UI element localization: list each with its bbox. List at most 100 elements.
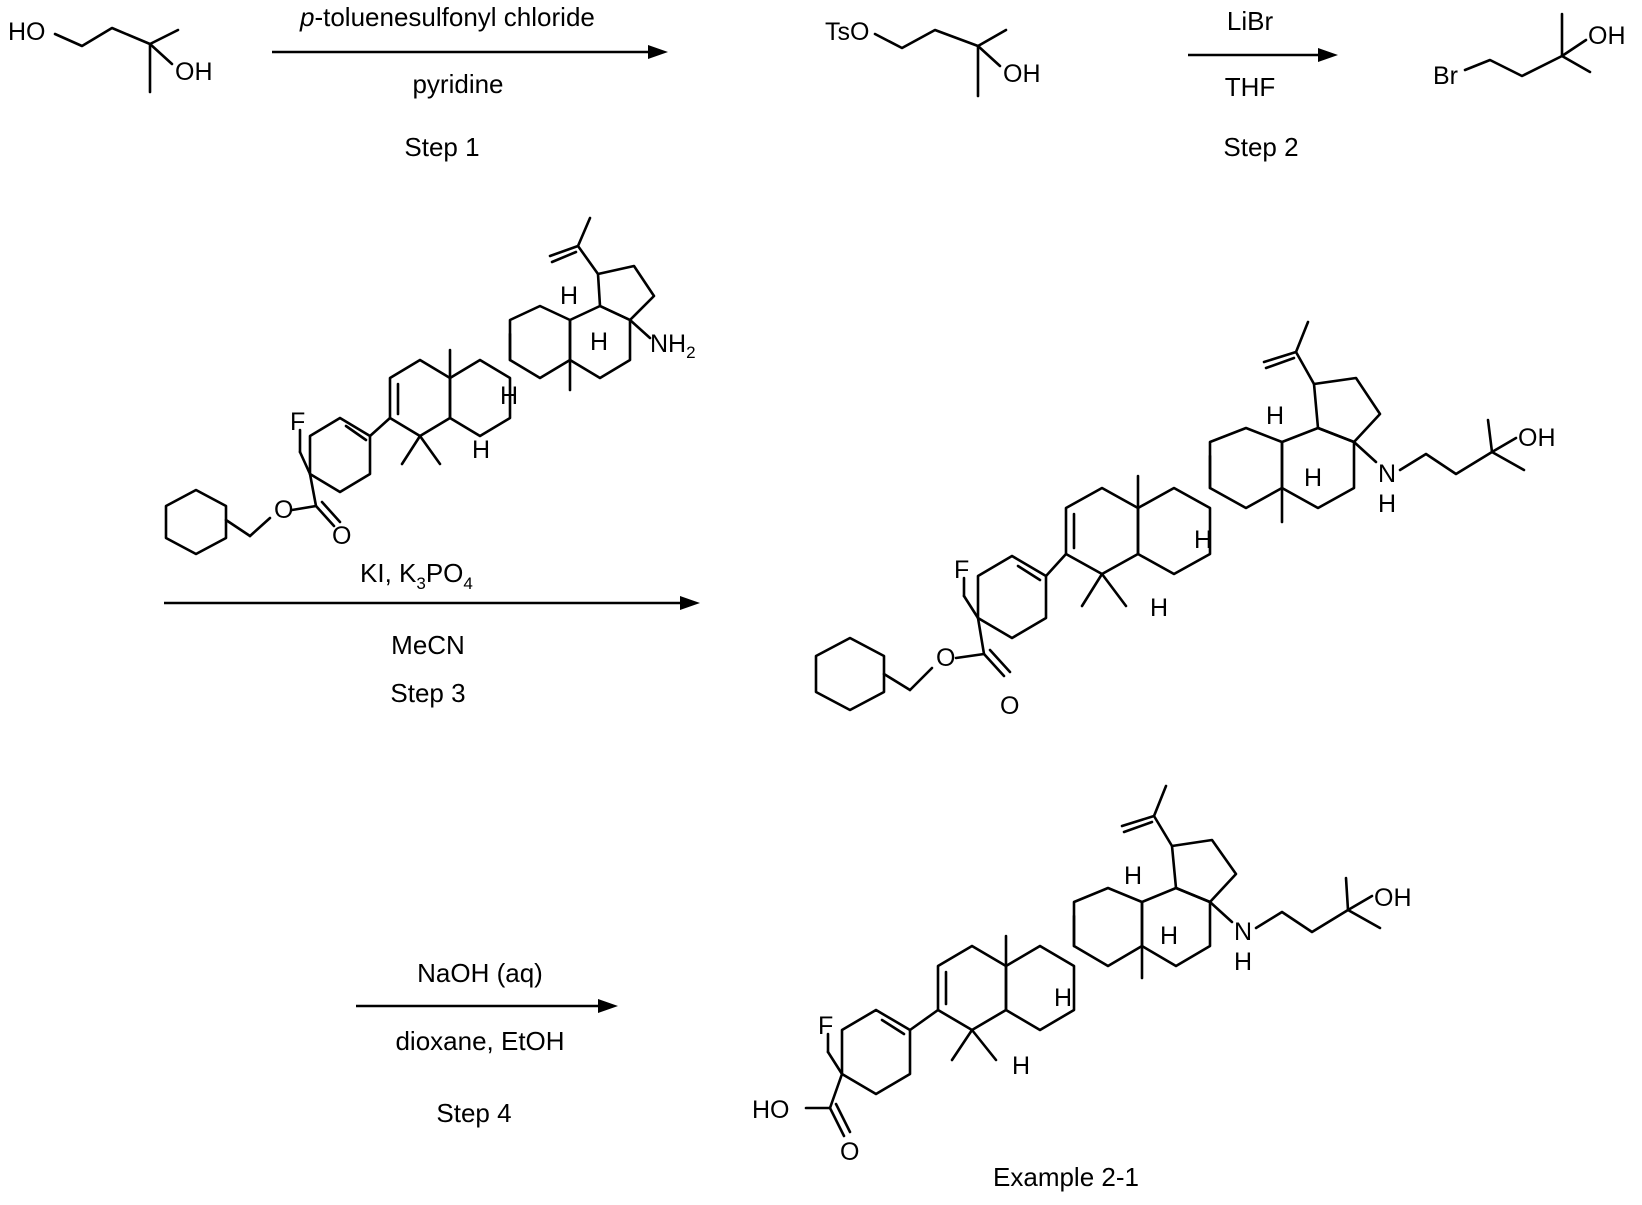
amine-isopropenyl-link — [578, 246, 598, 274]
amine-h-2: H — [590, 328, 608, 356]
ester-h-4: H — [1150, 594, 1168, 622]
bromide-methyl-bond-2 — [1562, 56, 1590, 72]
ester-ester-bond — [978, 618, 984, 654]
amine-nh2-label: NH2 — [650, 330, 696, 362]
amine-h-4: H — [472, 436, 490, 464]
acid-isopropenyl-link — [1154, 816, 1172, 846]
diol-oh-label: OH — [175, 58, 213, 86]
acid-h-3: H — [1054, 984, 1072, 1012]
step-1-reagent-above: p-toluenesulfonyl chloride — [299, 2, 595, 32]
amine-benzyl-bond — [250, 518, 270, 536]
acid-oh-label: OH — [1374, 884, 1412, 912]
acid-nh-label: H — [1234, 948, 1252, 976]
ester-fluoro-label: F — [954, 556, 969, 584]
ester-n-label: N — [1378, 460, 1396, 488]
amine-gem-methyl-1 — [402, 436, 420, 464]
compound-amine: NH2 H H H H F O O — [166, 218, 696, 554]
acid-side-chain — [1256, 910, 1348, 932]
amine-carbonyl-double — [322, 502, 340, 522]
amine-ester-o: O — [274, 496, 293, 524]
acid-ch2f-bond — [828, 1052, 842, 1074]
compound-tosylate: TsO OH — [825, 18, 1041, 96]
acid-h-2: H — [1160, 922, 1178, 950]
step-2-arrowhead — [1318, 48, 1338, 62]
bromide-oh-label: OH — [1588, 22, 1626, 50]
acid-ring-c — [1074, 888, 1142, 966]
ester-carbonyl-o: O — [1000, 692, 1019, 720]
step-4-arrowhead — [598, 999, 618, 1013]
amine-benzyl-bond-2 — [226, 520, 250, 536]
amine-nh2-bond — [630, 320, 650, 338]
step-2-arrow-group: LiBr THF Step 2 — [1188, 6, 1338, 162]
step-4-label: Step 4 — [436, 1098, 511, 1128]
step-2-reagent-above: LiBr — [1227, 6, 1274, 36]
amine-fluoro-label: F — [290, 408, 305, 436]
amine-h-1: H — [560, 282, 578, 310]
acid-gem-methyl-2 — [972, 1030, 996, 1060]
ester-h-3: H — [1194, 526, 1212, 554]
diol-oh-bond — [150, 44, 172, 64]
amine-isopropenyl — [550, 218, 590, 256]
tosylate-oh-bond — [978, 46, 1000, 66]
ester-n-bond — [1354, 442, 1376, 462]
compound-ester-product: N H OH H H H H F O O — [816, 322, 1556, 720]
amine-cyclohexene — [310, 418, 370, 492]
ester-h-2: H — [1304, 464, 1322, 492]
step-3-arrowhead — [680, 596, 700, 610]
acid-link-bond — [910, 1010, 938, 1030]
ester-gem-methyl-2 — [1102, 574, 1126, 606]
amine-carbonyl-o: O — [332, 522, 351, 550]
ester-oh-label: OH — [1518, 424, 1556, 452]
acid-side-oh-bond — [1348, 896, 1372, 910]
acid-n-label: N — [1234, 918, 1252, 946]
acid-gem-methyl-1 — [952, 1030, 972, 1060]
step-1-arrow-group: p-toluenesulfonyl chloride pyridine Step… — [272, 2, 668, 162]
tosylate-methyl-bond — [978, 30, 1006, 46]
ester-side-methyl-2 — [1492, 452, 1524, 470]
acid-ring-a — [938, 946, 1006, 1030]
tosylate-oh-label: OH — [1003, 60, 1041, 88]
ester-ch2f-bond — [964, 596, 978, 618]
bromide-br-label: Br — [1433, 62, 1458, 90]
ester-ring-c — [1210, 428, 1282, 508]
ester-carbonyl-double — [990, 650, 1010, 672]
acid-cyclohexene-double — [882, 1020, 904, 1034]
acid-n-bond — [1210, 902, 1232, 922]
acid-side-methyl-2 — [1348, 910, 1380, 928]
ester-cyclohexene — [978, 556, 1046, 638]
step-4-reagent-below: dioxane, EtOH — [395, 1026, 564, 1056]
step-2-reagent-below: THF — [1225, 72, 1276, 102]
ester-benzyl-bond — [910, 668, 932, 690]
ester-isopropenyl-link — [1296, 352, 1314, 384]
acid-carbonyl-bond — [830, 1108, 844, 1136]
ester-ester-o: O — [936, 644, 955, 672]
amine-gem-methyl-2 — [420, 436, 440, 464]
ester-phenyl — [816, 638, 884, 710]
step-3-reagent-above: KI, K3PO4 — [360, 558, 473, 593]
amine-ester-bond — [310, 474, 316, 506]
ester-gem-methyl-1 — [1082, 574, 1102, 606]
step-4-arrow-group: NaOH (aq) dioxane, EtOH Step 4 — [356, 958, 618, 1128]
step-3-reagent-below: MeCN — [391, 630, 465, 660]
ester-h-1: H — [1266, 402, 1284, 430]
ester-side-methyl — [1488, 420, 1492, 452]
acid-h-4: H — [1012, 1052, 1030, 1080]
diol-chain-bonds — [55, 28, 150, 46]
step-1-reagent-below: pyridine — [412, 69, 503, 99]
step-4-reagent-above: NaOH (aq) — [417, 958, 543, 988]
acid-hydroxyl-label: HO — [752, 1096, 790, 1124]
acid-fluoro-label: F — [818, 1012, 833, 1040]
acid-side-methyl — [1346, 878, 1348, 910]
step-3-arrow-group: KI, K3PO4 MeCN Step 3 — [164, 558, 700, 708]
product-caption: Example 2-1 — [993, 1162, 1139, 1192]
amine-phenyl — [166, 490, 226, 554]
amine-link-bond — [370, 418, 390, 436]
ester-isopropenyl — [1264, 322, 1308, 362]
diol-ho-label: HO — [8, 18, 46, 46]
ester-benzyl-bond-2 — [884, 674, 910, 690]
tosylate-tso-label: TsO — [825, 18, 869, 46]
amine-ester-o-bond — [292, 506, 316, 510]
acid-cyclohexene — [842, 1010, 910, 1094]
step-3-label: Step 3 — [390, 678, 465, 708]
bromide-oh-bond — [1562, 40, 1586, 56]
